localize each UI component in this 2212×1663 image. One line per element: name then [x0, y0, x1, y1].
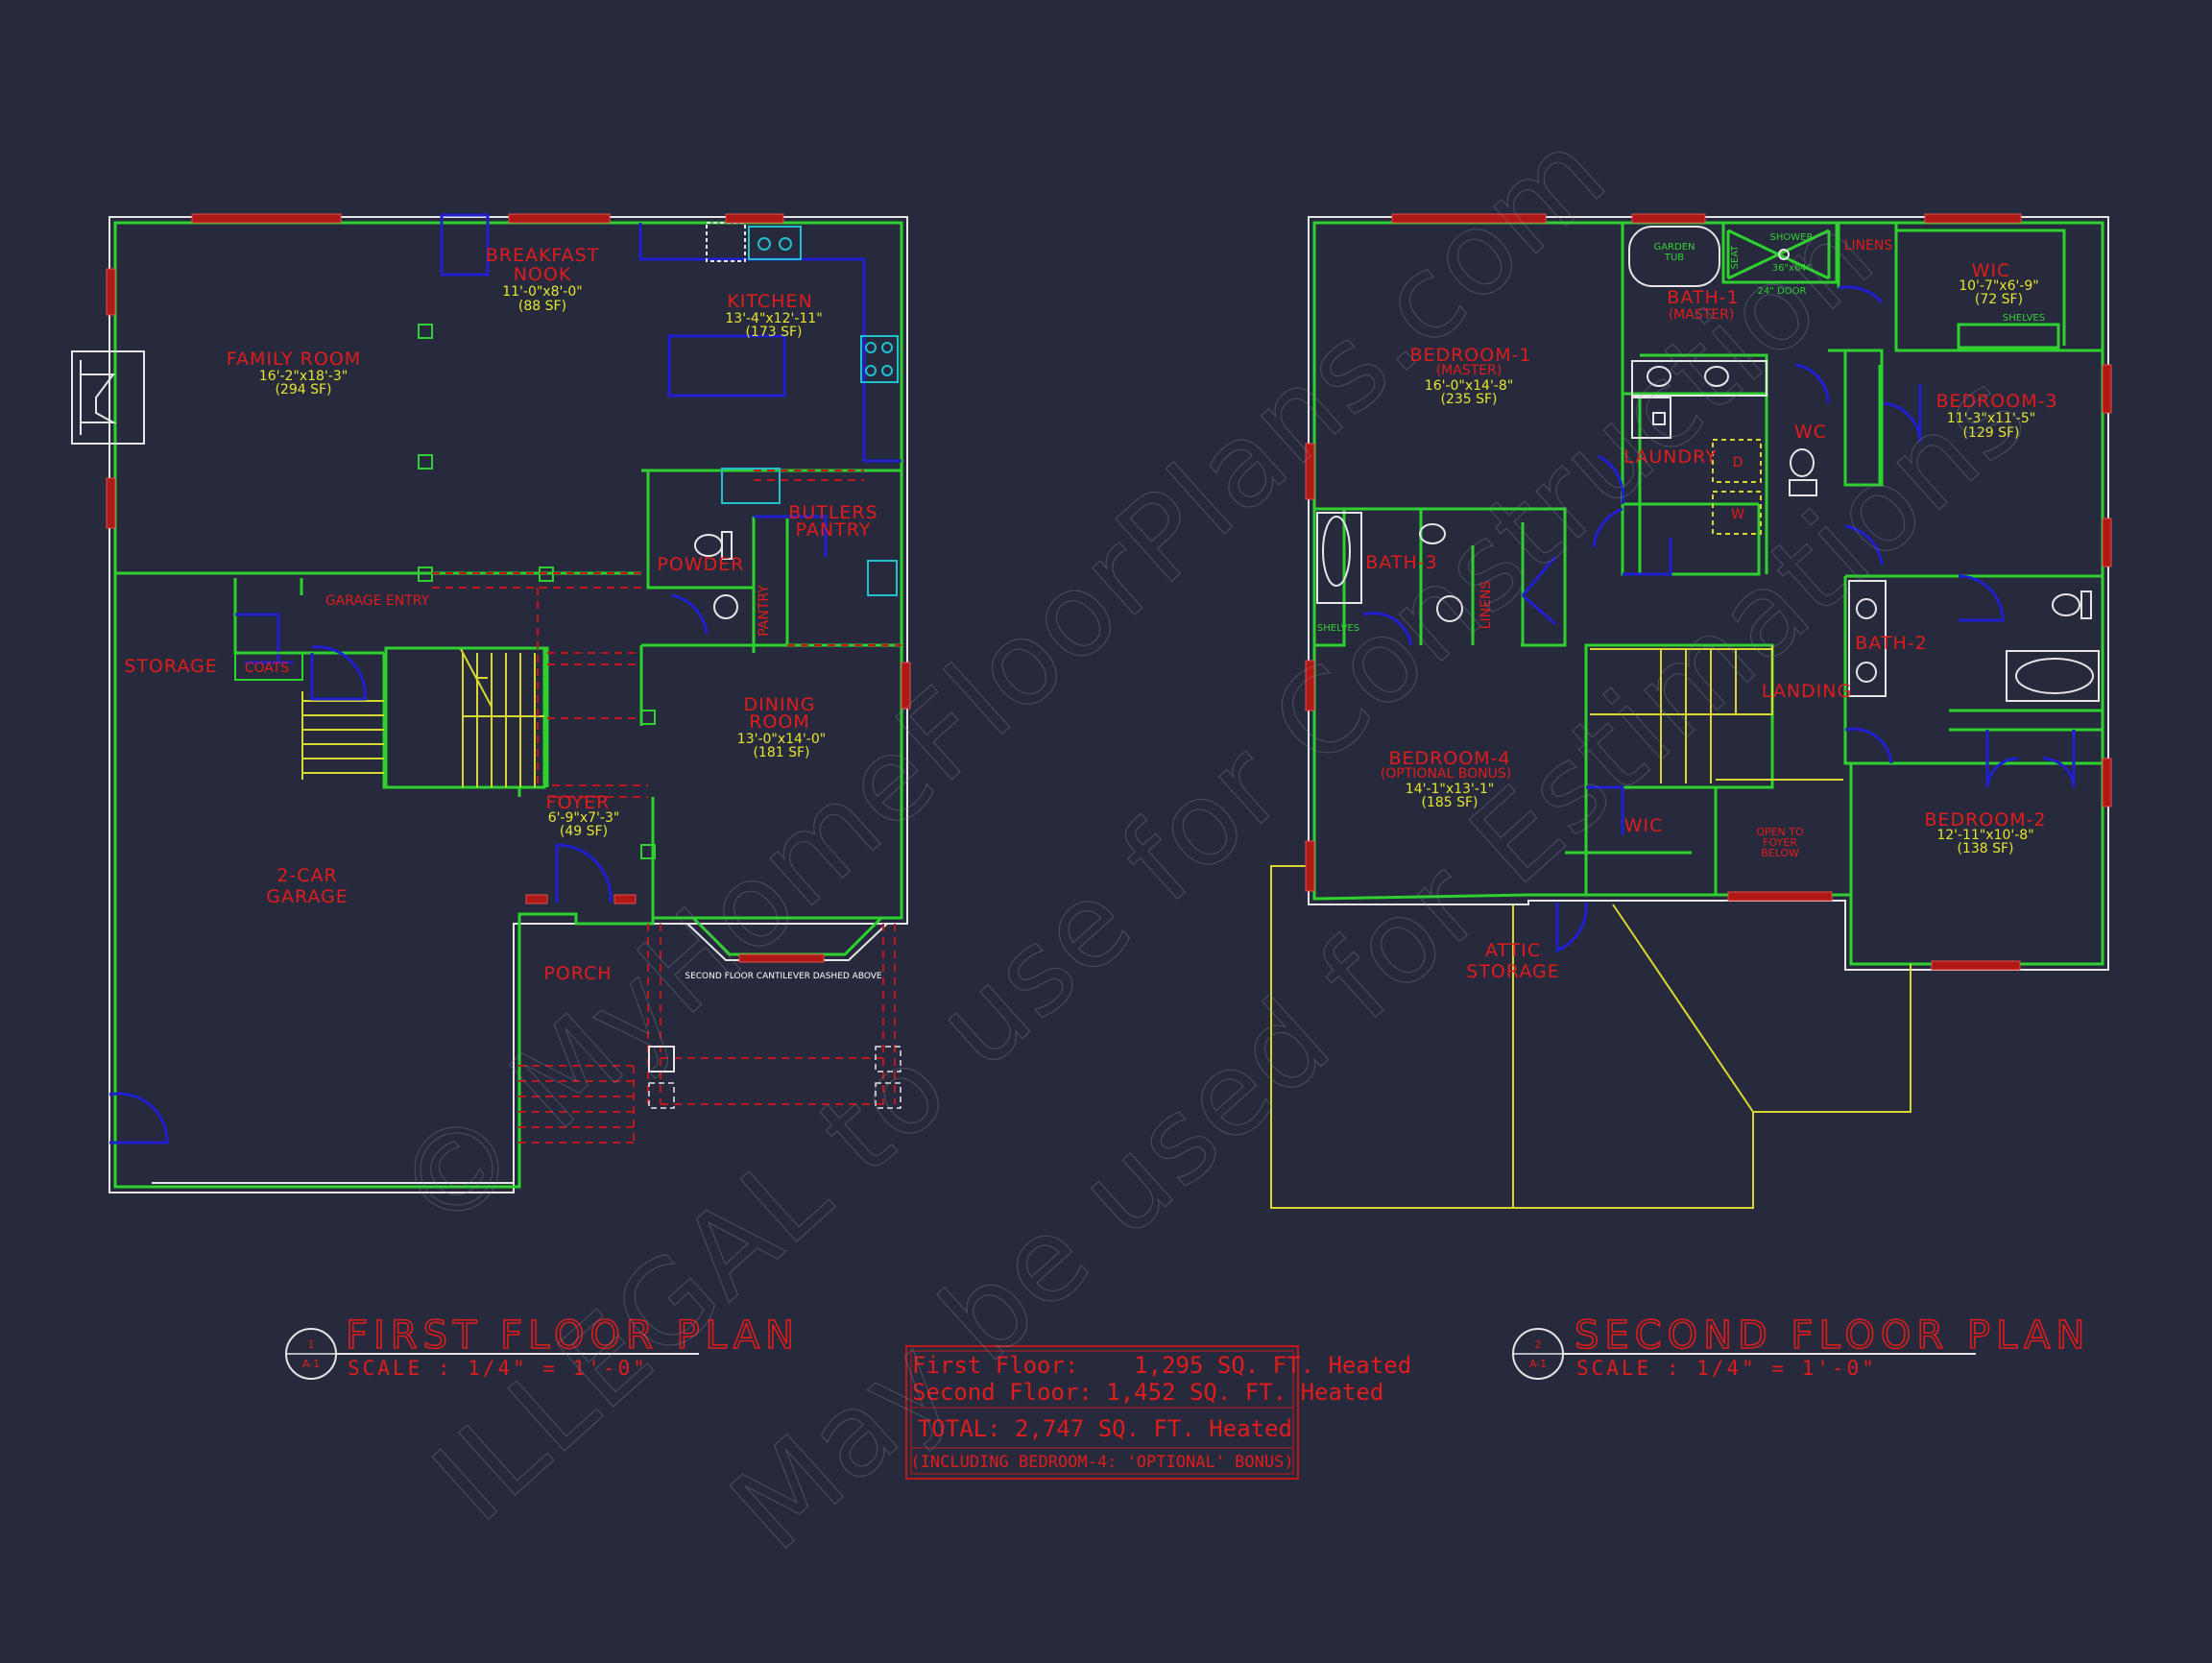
attic-storage-name-2: STORAGE	[1466, 961, 1559, 982]
first-floor-area: First Floor: 1,295 SQ. FT. Heated	[912, 1352, 1411, 1379]
washer-label: W	[1731, 507, 1744, 522]
butlers-pantry-name: BUTLERS	[788, 502, 878, 523]
wc-name: WC	[1794, 422, 1827, 443]
family-room-dim: 16'-2"x18'-3"	[259, 369, 348, 384]
first-floor-title: FIRST FLOOR PLAN	[346, 1314, 800, 1358]
total-area: TOTAL: 2,747 SQ. FT. Heated	[918, 1415, 1292, 1442]
wic-1-shelves: SHELVES	[2003, 313, 2045, 324]
first-floor-title-block: 1 A-1 FIRST FLOOR PLAN SCALE : 1/4" = 1'…	[285, 1313, 800, 1380]
dining-room-dim: 13'-0"x14'-0"	[737, 732, 826, 747]
marker-number-2: 2	[1535, 1338, 1542, 1351]
garage-entry-name: GARAGE ENTRY	[325, 593, 430, 609]
bedroom-1-area: (235 SF)	[1440, 392, 1497, 407]
marker-sheet-2: A-1	[1529, 1358, 1547, 1370]
bedroom-2-name: BEDROOM-2	[1924, 809, 2046, 831]
butlers-pantry-name-2: PANTRY	[796, 519, 872, 541]
kitchen-island	[667, 334, 786, 398]
total-area-note: (INCLUDING BEDROOM-4: 'OPTIONAL' BONUS)	[910, 1453, 1293, 1472]
bath-3-name: BATH-3	[1365, 552, 1437, 573]
pantry-name: PANTRY	[757, 585, 772, 637]
open-foyer-line-3: BELOW	[1761, 847, 1799, 859]
open-foyer-line-2: FOYER	[1763, 836, 1797, 849]
bedroom-4-sub: (OPTIONAL BONUS)	[1381, 766, 1511, 782]
bath-1-name: BATH-1	[1667, 287, 1739, 308]
storage-name: STORAGE	[124, 656, 217, 677]
first-floor-labels: BREAKFAST NOOK 11'-0"x8'-0" (88 SF) KITC…	[124, 245, 882, 984]
shower-name: SHOWER	[1770, 232, 1814, 243]
bedroom-2-area: (138 SF)	[1957, 841, 2013, 856]
shower-seat: SEAT	[1730, 245, 1741, 270]
bath-3-shelves: SHELVES	[1317, 623, 1359, 634]
breakfast-nook-dim: 11'-0"x8'-0"	[502, 284, 583, 300]
marker-number: 1	[308, 1338, 315, 1351]
cantilever-note: SECOND FLOOR CANTILEVER DASHED ABOVE	[685, 972, 882, 981]
foyer-name: FOYER	[546, 792, 611, 813]
shower-dim: 36"x64"	[1772, 263, 1812, 274]
bedroom-1-name: BEDROOM-1	[1409, 345, 1531, 366]
kitchen-area: (173 SF)	[745, 325, 802, 340]
dining-room-name-2: ROOM	[749, 711, 810, 733]
bedroom-2-dim: 12'-11"x10'-8"	[1936, 828, 2033, 843]
breakfast-nook-name: BREAKFAST	[486, 245, 600, 266]
bath-2-name: BATH-2	[1855, 633, 1927, 654]
marker-sheet: A-1	[302, 1358, 320, 1370]
bath-1-sub: (MASTER)	[1669, 307, 1735, 323]
first-floor-scale: SCALE : 1/4" = 1'-0"	[348, 1357, 648, 1380]
garden-tub-name-2: TUB	[1664, 253, 1684, 263]
bedroom-4-dim: 14'-1"x13'-1"	[1406, 782, 1494, 797]
second-floor-title: SECOND FLOOR PLAN	[1575, 1314, 2090, 1358]
kitchen-dim: 13'-4"x12'-11"	[725, 311, 822, 326]
laundry-name: LAUNDRY	[1623, 446, 1717, 468]
garden-tub-name: GARDEN	[1653, 242, 1695, 253]
second-floor-title-block: 2 A-1 SECOND FLOOR PLAN SCALE : 1/4" = 1…	[1512, 1313, 2090, 1380]
fireplace	[71, 350, 145, 445]
cooktop	[860, 335, 899, 383]
wic-2-name: WIC	[1624, 815, 1664, 836]
open-foyer-line-1: OPEN TO	[1756, 826, 1804, 838]
bedroom-3-dim: 11'-3"x11'-5"	[1947, 411, 2035, 426]
area-summary-box: First Floor: 1,295 SQ. FT. Heated Second…	[905, 1345, 1411, 1480]
coats-name: COATS	[245, 661, 290, 676]
bedroom-4-area: (185 SF)	[1421, 795, 1478, 810]
dining-room-name: DINING	[744, 694, 816, 715]
foyer-dim: 6'-9"x7'-3"	[548, 810, 620, 826]
shower-door: 24" DOOR	[1758, 286, 1807, 297]
first-floor-plan	[71, 213, 911, 1193]
family-room-name: FAMILY ROOM	[227, 349, 361, 370]
bedroom-1-sub: (MASTER)	[1436, 363, 1503, 378]
garden-tub	[1628, 226, 1720, 287]
breakfast-nook-area: (88 SF)	[518, 299, 566, 314]
wic-1-dim: 10'-7"x6'-9"	[1959, 278, 2039, 294]
dryer-label: D	[1733, 455, 1743, 470]
second-floor-plan	[1270, 213, 2112, 1209]
second-floor-area: Second Floor: 1,452 SQ. FT. Heated	[912, 1379, 1383, 1406]
porch-name: PORCH	[543, 963, 612, 984]
garage-name-2: GARAGE	[266, 886, 349, 907]
foyer-area: (49 SF)	[560, 824, 608, 839]
breakfast-nook-name-2: NOOK	[514, 264, 572, 285]
bedroom-3-area: (129 SF)	[1962, 425, 2019, 441]
garage-name: 2-CAR	[276, 865, 337, 886]
bath-3-linens: LINENS	[1479, 581, 1494, 630]
landing-name: LANDING	[1762, 681, 1852, 702]
second-floor-labels: BEDROOM-1 (MASTER) 16'-0"x14'-8" (235 SF…	[1317, 232, 2057, 982]
kitchen-sink	[748, 226, 802, 260]
dining-room-area: (181 SF)	[753, 745, 809, 760]
powder-name: POWDER	[657, 554, 744, 575]
linens-name: LINENS	[1844, 238, 1893, 253]
family-room-area: (294 SF)	[275, 382, 331, 398]
bedroom-4-name: BEDROOM-4	[1388, 748, 1510, 769]
wic-1-area: (72 SF)	[1975, 292, 2023, 307]
bedroom-1-dim: 16'-0"x14'-8"	[1425, 378, 1513, 394]
wic-1-name: WIC	[1972, 260, 2011, 281]
kitchen-name: KITCHEN	[727, 291, 812, 312]
second-floor-scale: SCALE : 1/4" = 1'-0"	[1576, 1357, 1877, 1380]
bedroom-3-name: BEDROOM-3	[1936, 391, 2057, 412]
attic-storage-name: ATTIC	[1485, 940, 1541, 961]
